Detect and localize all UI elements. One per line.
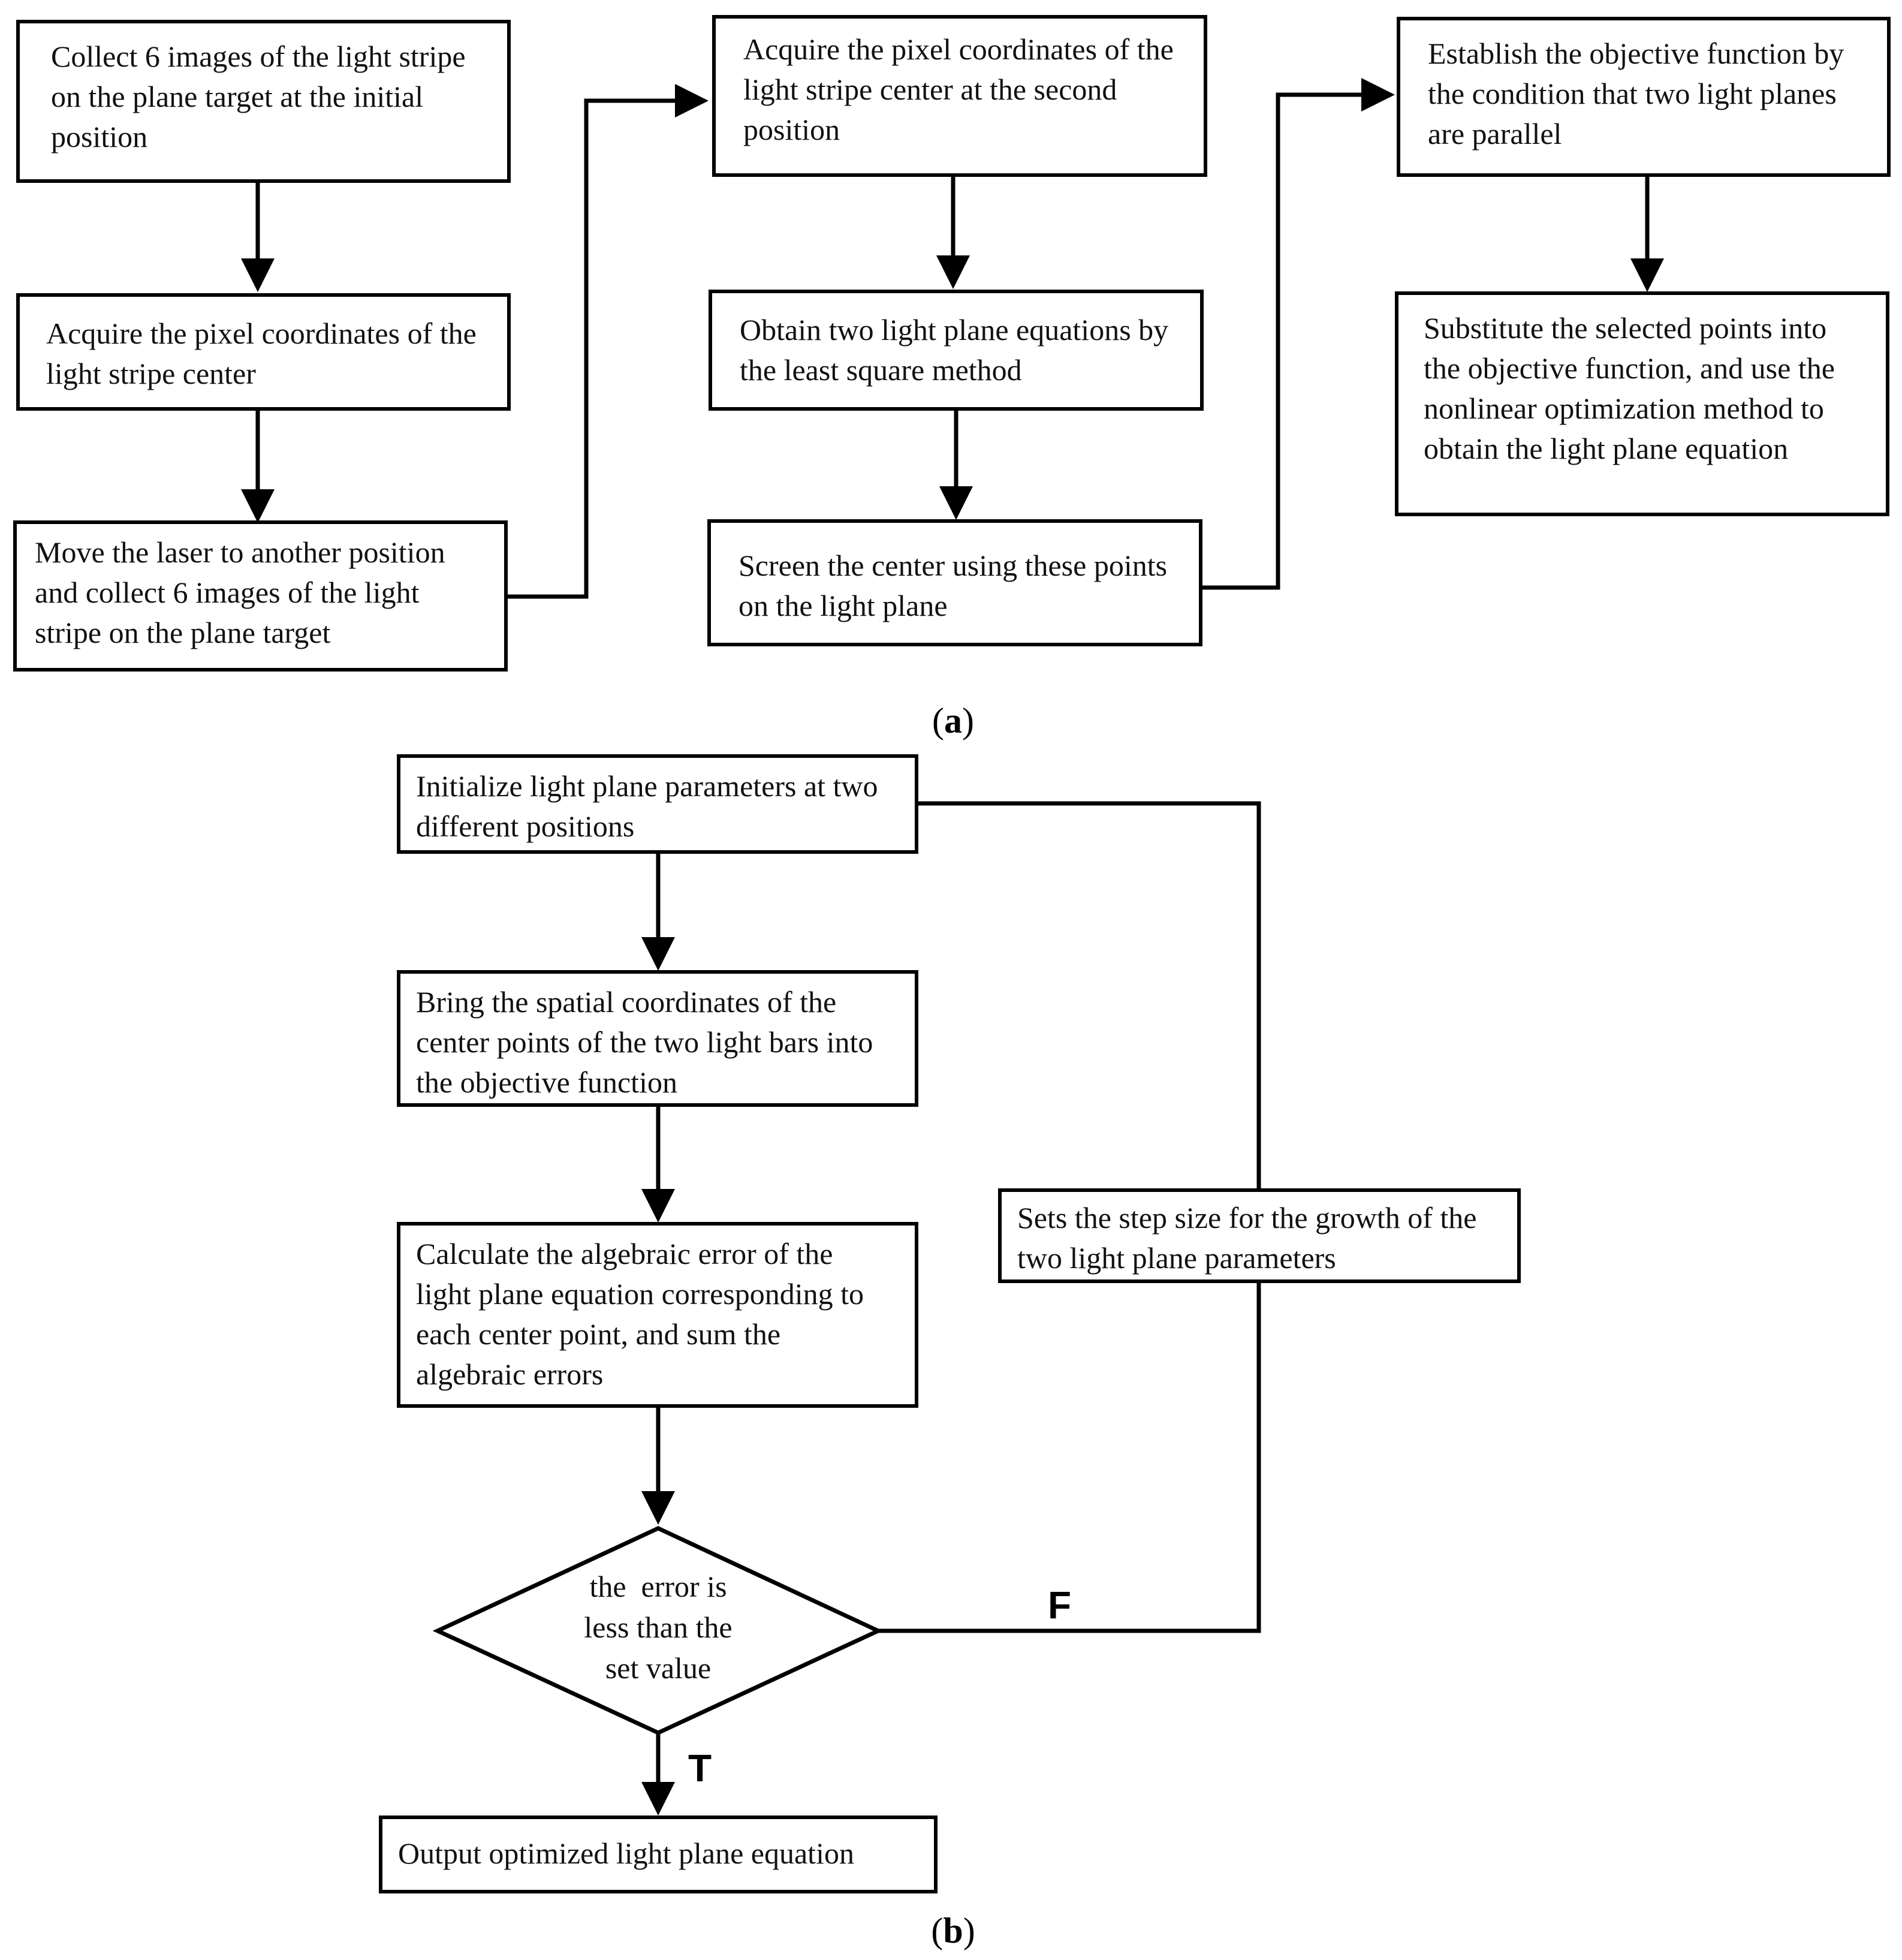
- step-a6-screen-center: Screen the center using these points on …: [707, 519, 1202, 646]
- arrow-a3-a4: [507, 84, 709, 599]
- step-b-set-step-size: Sets the step size for the growth of the…: [998, 1188, 1521, 1283]
- decision-line-3: set value: [605, 1651, 712, 1685]
- step-a4-acquire-second-position: Acquire the pixel coordinates of the lig…: [712, 15, 1207, 177]
- step-a7-objective-function: Establish the objective function by the …: [1397, 17, 1891, 177]
- panel-b-caption-letter: b: [943, 1911, 963, 1950]
- step-b3-calculate-error: Calculate the algebraic error of the lig…: [397, 1222, 918, 1408]
- step-a1-collect-images: Collect 6 images of the light stripe on …: [16, 20, 511, 183]
- line-stepsize-loop: [918, 801, 1261, 1188]
- step-b1-initialize-parameters: Initialize light plane parameters at two…: [397, 754, 918, 854]
- line-decision-false: [878, 1283, 1261, 1633]
- false-branch-label: F: [1048, 1583, 1072, 1627]
- panel-b-caption: (b): [931, 1911, 975, 1950]
- step-a3-move-laser: Move the laser to another position and c…: [13, 520, 508, 672]
- decision-diamond: [432, 1526, 884, 1735]
- panel-a-caption: (a): [932, 701, 974, 740]
- decision-line-2: less than the: [584, 1610, 733, 1644]
- step-a5-least-square: Obtain two light plane equations by the …: [709, 290, 1204, 411]
- step-a2-acquire-pixel-coordinates: Acquire the pixel coordinates of the lig…: [16, 293, 511, 411]
- decision-line-1: the error is: [589, 1570, 727, 1603]
- arrow-a6-a7: [1201, 78, 1395, 590]
- step-a8-substitute-points: Substitute the selected points into the …: [1395, 291, 1889, 516]
- step-b2-bring-coordinates: Bring the spatial coordinates of the cen…: [397, 970, 918, 1107]
- panel-a-caption-letter: a: [944, 701, 962, 740]
- step-b-output-equation: Output optimized light plane equation: [379, 1816, 938, 1893]
- decision-text: the error is less than the set value: [528, 1566, 789, 1688]
- true-branch-label: T: [688, 1747, 712, 1790]
